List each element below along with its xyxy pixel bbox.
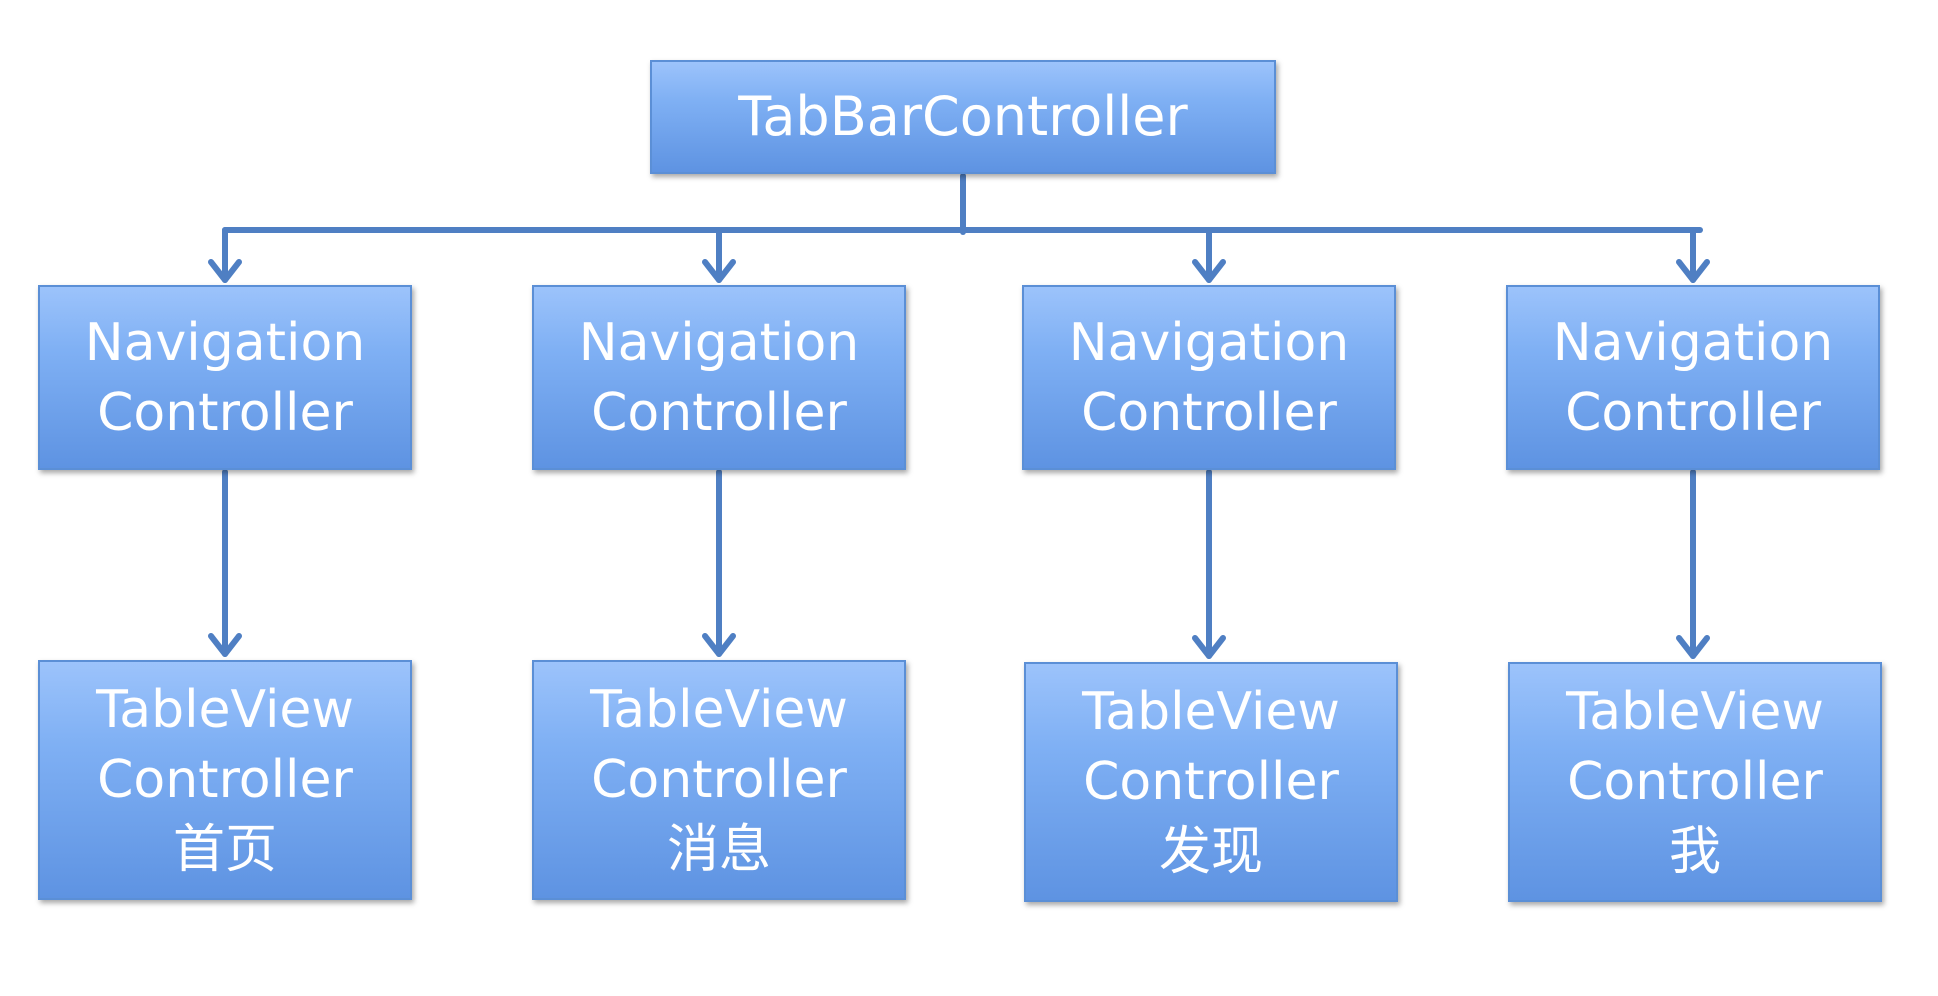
navigation-controller-label-line2: Controller [1081,382,1337,443]
tabbar-controller-node: TabBarController [650,60,1276,174]
navigation-controller-node-2: Navigation Controller [532,285,906,470]
arrowhead-nav-2 [702,259,736,283]
navigation-controller-node-4: Navigation Controller [1506,285,1880,470]
tableview-controller-label-line1: TableView [1082,682,1340,742]
tableview-controller-node-messages: TableView Controller 消息 [532,660,906,900]
arrowhead-table-1 [208,633,242,657]
navigation-controller-label-line1: Navigation [1068,312,1350,373]
arrowhead-nav-3 [1192,259,1226,283]
arrowhead-nav-4 [1676,259,1710,283]
arrowhead-table-3 [1192,635,1226,659]
tableview-controller-label-line2: Controller [591,750,847,810]
tableview-controller-label-line2: Controller [97,750,353,810]
arrowhead-nav-1 [208,259,242,283]
navigation-controller-label-line2: Controller [591,382,847,443]
tableview-controller-label-line2: Controller [1567,752,1823,812]
navigation-controller-label-line1: Navigation [84,312,366,373]
tableview-controller-label-line1: TableView [1566,682,1824,742]
navigation-controller-label-line2: Controller [1565,382,1821,443]
tableview-controller-label-line1: TableView [590,680,848,740]
navigation-controller-node-3: Navigation Controller [1022,285,1396,470]
tab-name-label: 首页 [172,820,277,880]
tableview-controller-label-line1: TableView [96,680,354,740]
tableview-controller-node-discover: TableView Controller 发现 [1024,662,1398,902]
navigation-controller-label-line2: Controller [97,382,353,443]
navigation-controller-node-1: Navigation Controller [38,285,412,470]
tabbar-controller-label: TabBarController [738,85,1188,148]
arrowhead-table-4 [1676,635,1710,659]
tab-name-label: 我 [1668,822,1721,882]
tableview-controller-node-me: TableView Controller 我 [1508,662,1882,902]
arrowhead-table-2 [702,633,736,657]
tableview-controller-label-line2: Controller [1083,752,1339,812]
navigation-controller-label-line1: Navigation [1552,312,1834,373]
navigation-controller-label-line1: Navigation [578,312,860,373]
tableview-controller-node-home: TableView Controller 首页 [38,660,412,900]
tab-name-label: 消息 [666,820,771,880]
tab-name-label: 发现 [1158,822,1263,882]
